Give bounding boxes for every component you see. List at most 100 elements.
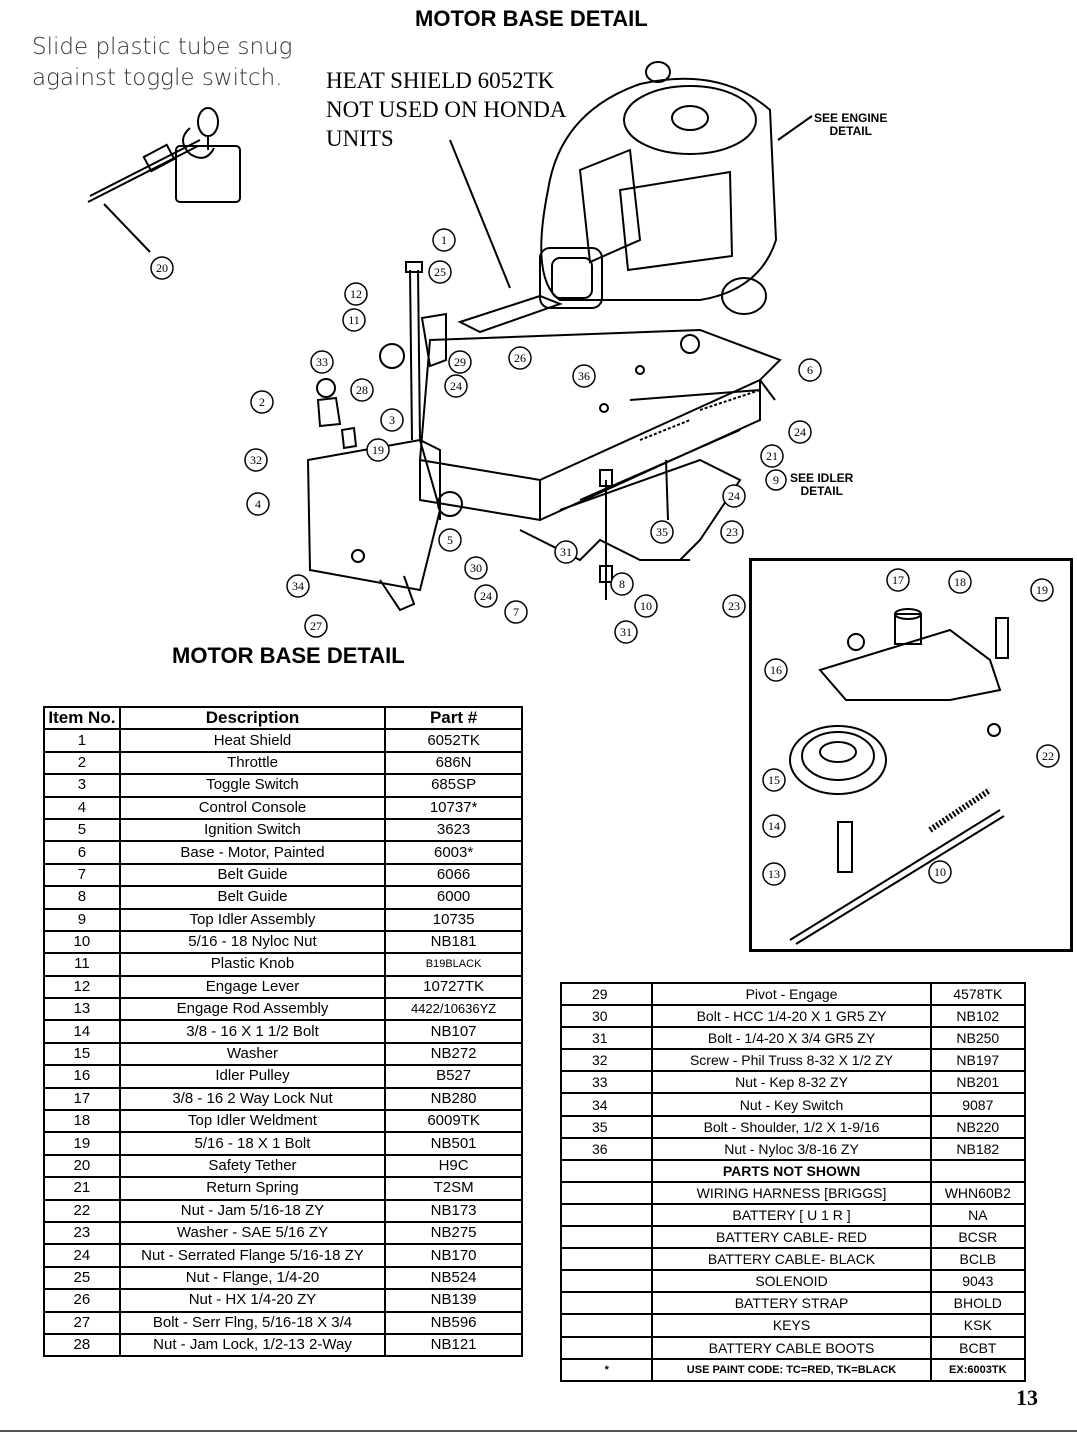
item-number-cell: 21 <box>43 1176 121 1201</box>
callout-19b: 19 <box>1030 578 1054 602</box>
callout-label: 23 <box>728 599 740 613</box>
item-number-cell: 3 <box>43 773 121 798</box>
page-number: 13 <box>1016 1385 1038 1410</box>
idler-detail-drawing <box>789 608 1009 945</box>
callout-34: 34 <box>286 574 310 598</box>
part-number-cell: BHOLD <box>929 1291 1027 1316</box>
callout-15: 15 <box>762 768 786 792</box>
callout-label: 15 <box>768 773 780 787</box>
item-number-cell: 25 <box>43 1265 121 1291</box>
part-number-cell: NB107 <box>384 1019 523 1044</box>
description-cell: Return Spring <box>118 1176 387 1201</box>
description-cell: Engage Rod Assembly <box>118 997 387 1022</box>
callout-28: 28 <box>350 378 374 402</box>
callout-label: 10 <box>640 599 652 613</box>
callout-label: 21 <box>766 449 778 463</box>
empty-cell <box>559 1158 654 1183</box>
callout-label: 11 <box>348 313 360 327</box>
empty-cell <box>559 1225 654 1250</box>
callout-label: 4 <box>255 497 261 511</box>
description-cell: Engage Lever <box>118 974 387 1000</box>
callout-5: 5 <box>438 528 462 552</box>
part-number-cell: NB173 <box>384 1198 523 1224</box>
description-cell: Nut - Serrated Flange 5/16-18 ZY <box>118 1243 387 1268</box>
idler-detail-frame <box>749 558 1073 952</box>
part-number-cell: B527 <box>384 1064 523 1089</box>
see-engine-detail-label: SEE ENGINE DETAIL <box>814 112 887 138</box>
toggle-switch-inset <box>87 107 241 253</box>
part-number-cell: 3623 <box>384 817 523 843</box>
callout-label: 16 <box>770 663 782 677</box>
part-number-cell: 6003* <box>384 840 523 865</box>
part-number-cell: NA <box>929 1202 1027 1228</box>
item-number-cell: 22 <box>43 1198 121 1224</box>
item-number-cell: 28 <box>43 1332 121 1358</box>
callout-label: 26 <box>514 351 526 365</box>
see-engine-line: SEE ENGINE <box>814 111 888 125</box>
part-number-cell: 685SP <box>384 773 523 798</box>
callout-4: 4 <box>246 492 270 516</box>
column-header-part-number: Part # <box>384 705 523 731</box>
callout-17: 17 <box>886 568 910 592</box>
callout-24d: 24 <box>474 584 498 608</box>
part-number-cell: NB596 <box>384 1310 523 1335</box>
engage-lever-drawing <box>316 261 447 450</box>
callout-label: 8 <box>619 577 625 591</box>
callout-10b: 10 <box>928 860 952 884</box>
callout-label: 24 <box>794 425 806 439</box>
part-number-cell: 4578TK <box>929 981 1027 1007</box>
item-number-cell: 31 <box>559 1026 654 1051</box>
description-cell: 5/16 - 18 X 1 Bolt <box>118 1131 387 1156</box>
item-number-cell: 32 <box>559 1048 654 1073</box>
control-console-drawing <box>306 438 463 612</box>
item-number-cell: 34 <box>559 1092 654 1117</box>
heat-note-line: UNITS <box>326 126 394 151</box>
callout-25: 25 <box>428 260 452 284</box>
description-cell: Nut - Jam Lock, 1/2-13 2-Way <box>118 1332 387 1358</box>
part-number-cell: 6066 <box>384 862 523 888</box>
part-number-cell: NB182 <box>929 1136 1027 1161</box>
callout-27: 27 <box>304 614 328 638</box>
part-number-cell: NB201 <box>929 1070 1027 1095</box>
item-number-cell: 26 <box>43 1288 121 1313</box>
empty-cell <box>559 1291 654 1316</box>
tube-note-line: against toggle switch. <box>32 65 283 91</box>
description-cell: WIRING HARNESS [BRIGGS] <box>651 1180 932 1205</box>
part-number-cell: T2SM <box>384 1176 523 1201</box>
part-number-cell: 10737* <box>384 795 523 820</box>
paint-code-example: EX:6003TK <box>929 1357 1027 1382</box>
parts-not-shown-header-row: PARTS NOT SHOWN <box>559 1158 1027 1183</box>
item-number-cell: 7 <box>43 862 121 888</box>
empty-cell <box>559 1180 654 1205</box>
item-number-cell: 1 <box>43 728 121 753</box>
callout-8: 8 <box>610 572 634 596</box>
part-number-cell: NB102 <box>929 1004 1027 1029</box>
callout-19: 19 <box>366 438 390 462</box>
callout-label: 17 <box>892 573 904 587</box>
item-number-cell: 10 <box>43 929 121 955</box>
part-number-cell: 686N <box>384 750 523 776</box>
description-cell: Idler Pulley <box>118 1064 387 1089</box>
item-number-cell: 2 <box>43 750 121 776</box>
callout-label: 7 <box>513 605 519 619</box>
callout-label: 23 <box>726 525 738 539</box>
callout-label: 3 <box>389 413 395 427</box>
item-number-cell: 36 <box>559 1136 654 1161</box>
callout-label: 34 <box>292 579 304 593</box>
table-row: BATTERY [ U 1 R ]NA <box>559 1202 1027 1228</box>
item-number-cell: 30 <box>559 1004 654 1029</box>
callout-label: 5 <box>447 533 453 547</box>
item-number-cell: 15 <box>43 1041 121 1067</box>
description-cell: Nut - Kep 8-32 ZY <box>651 1070 932 1095</box>
